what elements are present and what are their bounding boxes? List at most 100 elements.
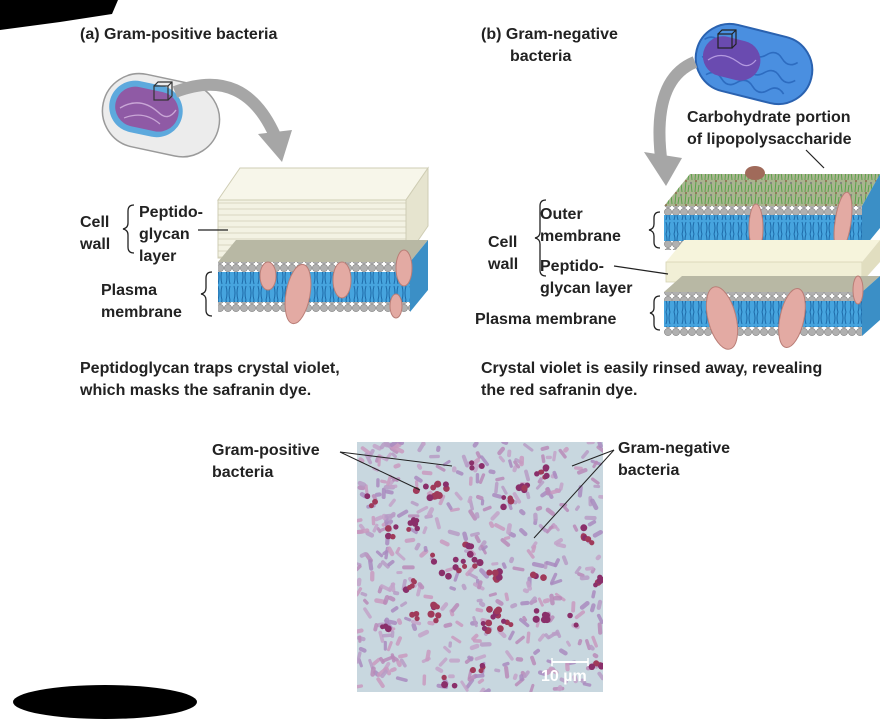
gram-positive-cell: [501, 495, 507, 500]
gram-negative-cell: [524, 469, 531, 482]
gram-negative-cell: [572, 674, 578, 684]
gram-negative-cell: [590, 498, 599, 511]
gram-positive-cell: [532, 615, 540, 623]
gram-negative-cell: [448, 674, 455, 679]
gram-positive-cell: [471, 556, 478, 563]
gram-positive-cell: [435, 612, 442, 619]
gram-negative-cell: [439, 539, 450, 547]
gram-negative-cell: [390, 653, 396, 663]
gram-negative-cell: [374, 492, 382, 497]
gram-negative-cell: [575, 505, 580, 511]
pointer-gram-negative-1: [571, 449, 615, 467]
brace-plasma-b: [649, 295, 661, 331]
gram-negative-cell: [537, 597, 544, 607]
gram-negative-cell: [501, 562, 507, 569]
gram-negative-cell: [497, 446, 506, 456]
gram-negative-cell: [478, 687, 486, 692]
gram-negative-cell: [395, 676, 408, 683]
gram-negative-cell: [515, 657, 524, 662]
gram-positive-cell: [589, 540, 595, 546]
gram-positive-cell: [515, 484, 523, 492]
gram-negative-cell: [410, 500, 419, 507]
gram-positive-cell: [414, 525, 420, 532]
gram-negative-cell: [550, 488, 561, 495]
gram-positive-cell: [445, 572, 452, 580]
gram-negative-cell: [451, 635, 462, 644]
gram-positive-cell: [573, 622, 579, 628]
gram-negative-cell: [384, 513, 396, 519]
gram-positive-cell: [441, 681, 449, 689]
brace-outer-b: [648, 211, 661, 249]
gram-positive-cell: [543, 474, 549, 480]
gram-negative-cell: [586, 442, 595, 445]
gram-negative-cell: [423, 545, 428, 553]
gram-negative-cell: [593, 484, 601, 489]
gram-negative-cell: [515, 635, 525, 645]
gram-negative-cell: [508, 630, 515, 641]
plasma-membrane-a: [218, 240, 428, 325]
gram-negative-cell: [426, 507, 435, 518]
peptidoglycan-layer-b: [666, 240, 880, 262]
gram-negative-cell: [519, 528, 528, 537]
gram-negative-cell: [429, 454, 440, 459]
gram-negative-cell: [589, 603, 596, 613]
gram-negative-cell: [542, 598, 551, 604]
gram-negative-cell: [574, 566, 582, 575]
gram-negative-cell: [357, 587, 363, 597]
gram-positive-cell: [466, 550, 474, 558]
gram-negative-cell: [357, 518, 363, 524]
scale-bar-label: 10 µm: [541, 668, 587, 685]
gram-negative-cell: [465, 566, 476, 577]
gram-negative-cell: [404, 537, 416, 543]
gram-positive-cell: [533, 608, 540, 614]
gram-negative-cell: [398, 653, 408, 659]
gram-negative-cell: [358, 635, 362, 643]
gram-negative-cell: [504, 665, 510, 679]
gram-negative-cell: [520, 600, 530, 606]
gram-negative-cell: [577, 468, 588, 475]
gram-negative-cell: [386, 474, 392, 486]
gram-negative-cell: [563, 446, 569, 453]
gram-negative-cell: [474, 512, 480, 519]
gram-negative-cell: [584, 566, 595, 571]
gram-negative-cell: [450, 602, 460, 613]
gram-negative-cell: [363, 607, 372, 619]
gram-negative-cell: [377, 562, 383, 569]
gram-negative-cell: [472, 638, 482, 643]
gram-negative-cell: [531, 545, 537, 553]
gram-negative-cell: [465, 678, 475, 690]
gram-negative-cell: [370, 570, 375, 582]
gram-negative-cell: [545, 487, 551, 496]
gram-negative-cell: [379, 442, 386, 450]
gram-negative-cell: [488, 469, 496, 475]
gram-negative-cell: [562, 505, 570, 513]
panel-a-title: (a) Gram-positive bacteria: [80, 26, 278, 43]
gram-negative-cell: [472, 616, 478, 628]
gram-negative-cell: [443, 645, 452, 654]
gram-negative-cell: [449, 658, 461, 663]
gram-positive-cell: [426, 494, 434, 502]
gram-negative-cell: [391, 452, 397, 459]
gram-negative-cell: [537, 477, 543, 484]
gram-negative-cell: [545, 507, 555, 516]
plasma-membrane-b: [664, 275, 880, 350]
gram-negative-cell: [495, 476, 505, 482]
gram-positive-cell: [460, 558, 466, 564]
panel-b-title-2: bacteria: [510, 48, 572, 65]
gram-negative-cell: [552, 470, 558, 480]
gram-positive-cell: [534, 471, 540, 477]
gram-negative-cell: [370, 666, 376, 677]
gram-negative-cell: [572, 524, 579, 532]
gram-positive-cell: [472, 563, 478, 569]
gram-negative-cell: [505, 650, 514, 661]
gram-negative-cell: [522, 588, 530, 594]
gram-negative-cell: [592, 653, 599, 659]
gram-negative-cell: [474, 654, 487, 661]
label-peptido-a-3: layer: [139, 248, 177, 265]
gram-negative-cell: [461, 583, 467, 591]
gram-negative-cell: [414, 542, 421, 551]
label-outer-b-1: Outer: [540, 206, 583, 223]
gram-negative-cell: [478, 601, 486, 608]
gram-negative-cell: [552, 450, 557, 462]
